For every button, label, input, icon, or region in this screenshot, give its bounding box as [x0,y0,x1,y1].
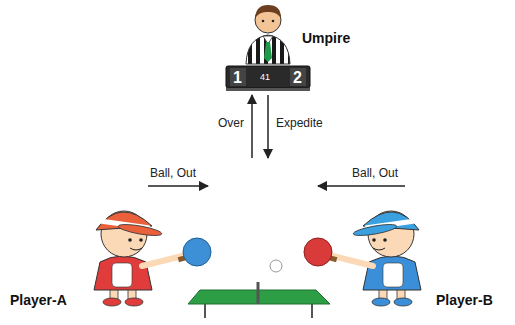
player-b-figure-part [353,222,398,238]
umpire-figure-part [255,5,281,18]
player-a-figure-part [94,256,152,290]
player-a-figure-part [125,298,143,306]
arrow-label: Ball, Out [150,166,196,180]
player-b-figure-part [304,238,332,266]
flow-arrows [148,95,405,186]
flow-arrows-part [318,185,405,187]
umpire-figure-part [262,20,265,23]
player-a-figure-part [118,222,163,238]
player-b-figure-part [363,256,421,290]
player-a-figure [94,211,211,306]
player-node: Player-A [10,292,67,309]
umpire-figure-part [272,20,275,23]
arrow-label: Ball, Out [352,166,398,180]
ping-pong-table-part [257,282,260,304]
node-title: Player-B [436,292,493,309]
player-a-figure-part [112,263,132,287]
player-b-figure-part [372,238,376,242]
arrow-label: Over [218,116,244,130]
player-a-figure-part [103,298,121,306]
arrow-label: Expedite [276,116,323,130]
player-b-figure-part [383,263,403,287]
ping-pong-table [188,260,330,318]
player-a-figure-part [128,238,132,242]
umpire-figure-part [264,42,272,62]
umpire-figure [246,5,290,64]
player-b-figure-part [373,248,385,250]
umpire-label-node: Umpire [302,30,350,47]
flow-arrows-part [251,95,253,158]
score-detail: 41 [260,72,270,83]
flow-arrows-part [148,185,208,187]
scoreboard-part [226,66,310,88]
player-node: Player-B [436,292,493,309]
player-a-figure-part [139,238,143,242]
player-b-figure [304,211,421,306]
node-title: Umpire [302,30,350,47]
player-a-figure-part [142,256,182,266]
ping-pong-table-part [270,260,282,272]
flow-arrows-part [267,95,269,158]
player-a-figure-part [183,238,211,266]
player-b-figure-part [372,298,390,306]
umpire-figure-part [246,35,290,64]
player-a-figure-part [130,248,142,250]
score-digit: 2 [293,68,302,87]
player-b-figure-part [383,238,387,242]
scoreboard-part [226,88,310,91]
scoreboard [226,66,310,91]
node-title: Player-A [10,292,67,309]
score-digit: 1 [233,68,242,87]
player-b-figure-part [394,298,412,306]
player-b-figure-part [333,256,373,266]
